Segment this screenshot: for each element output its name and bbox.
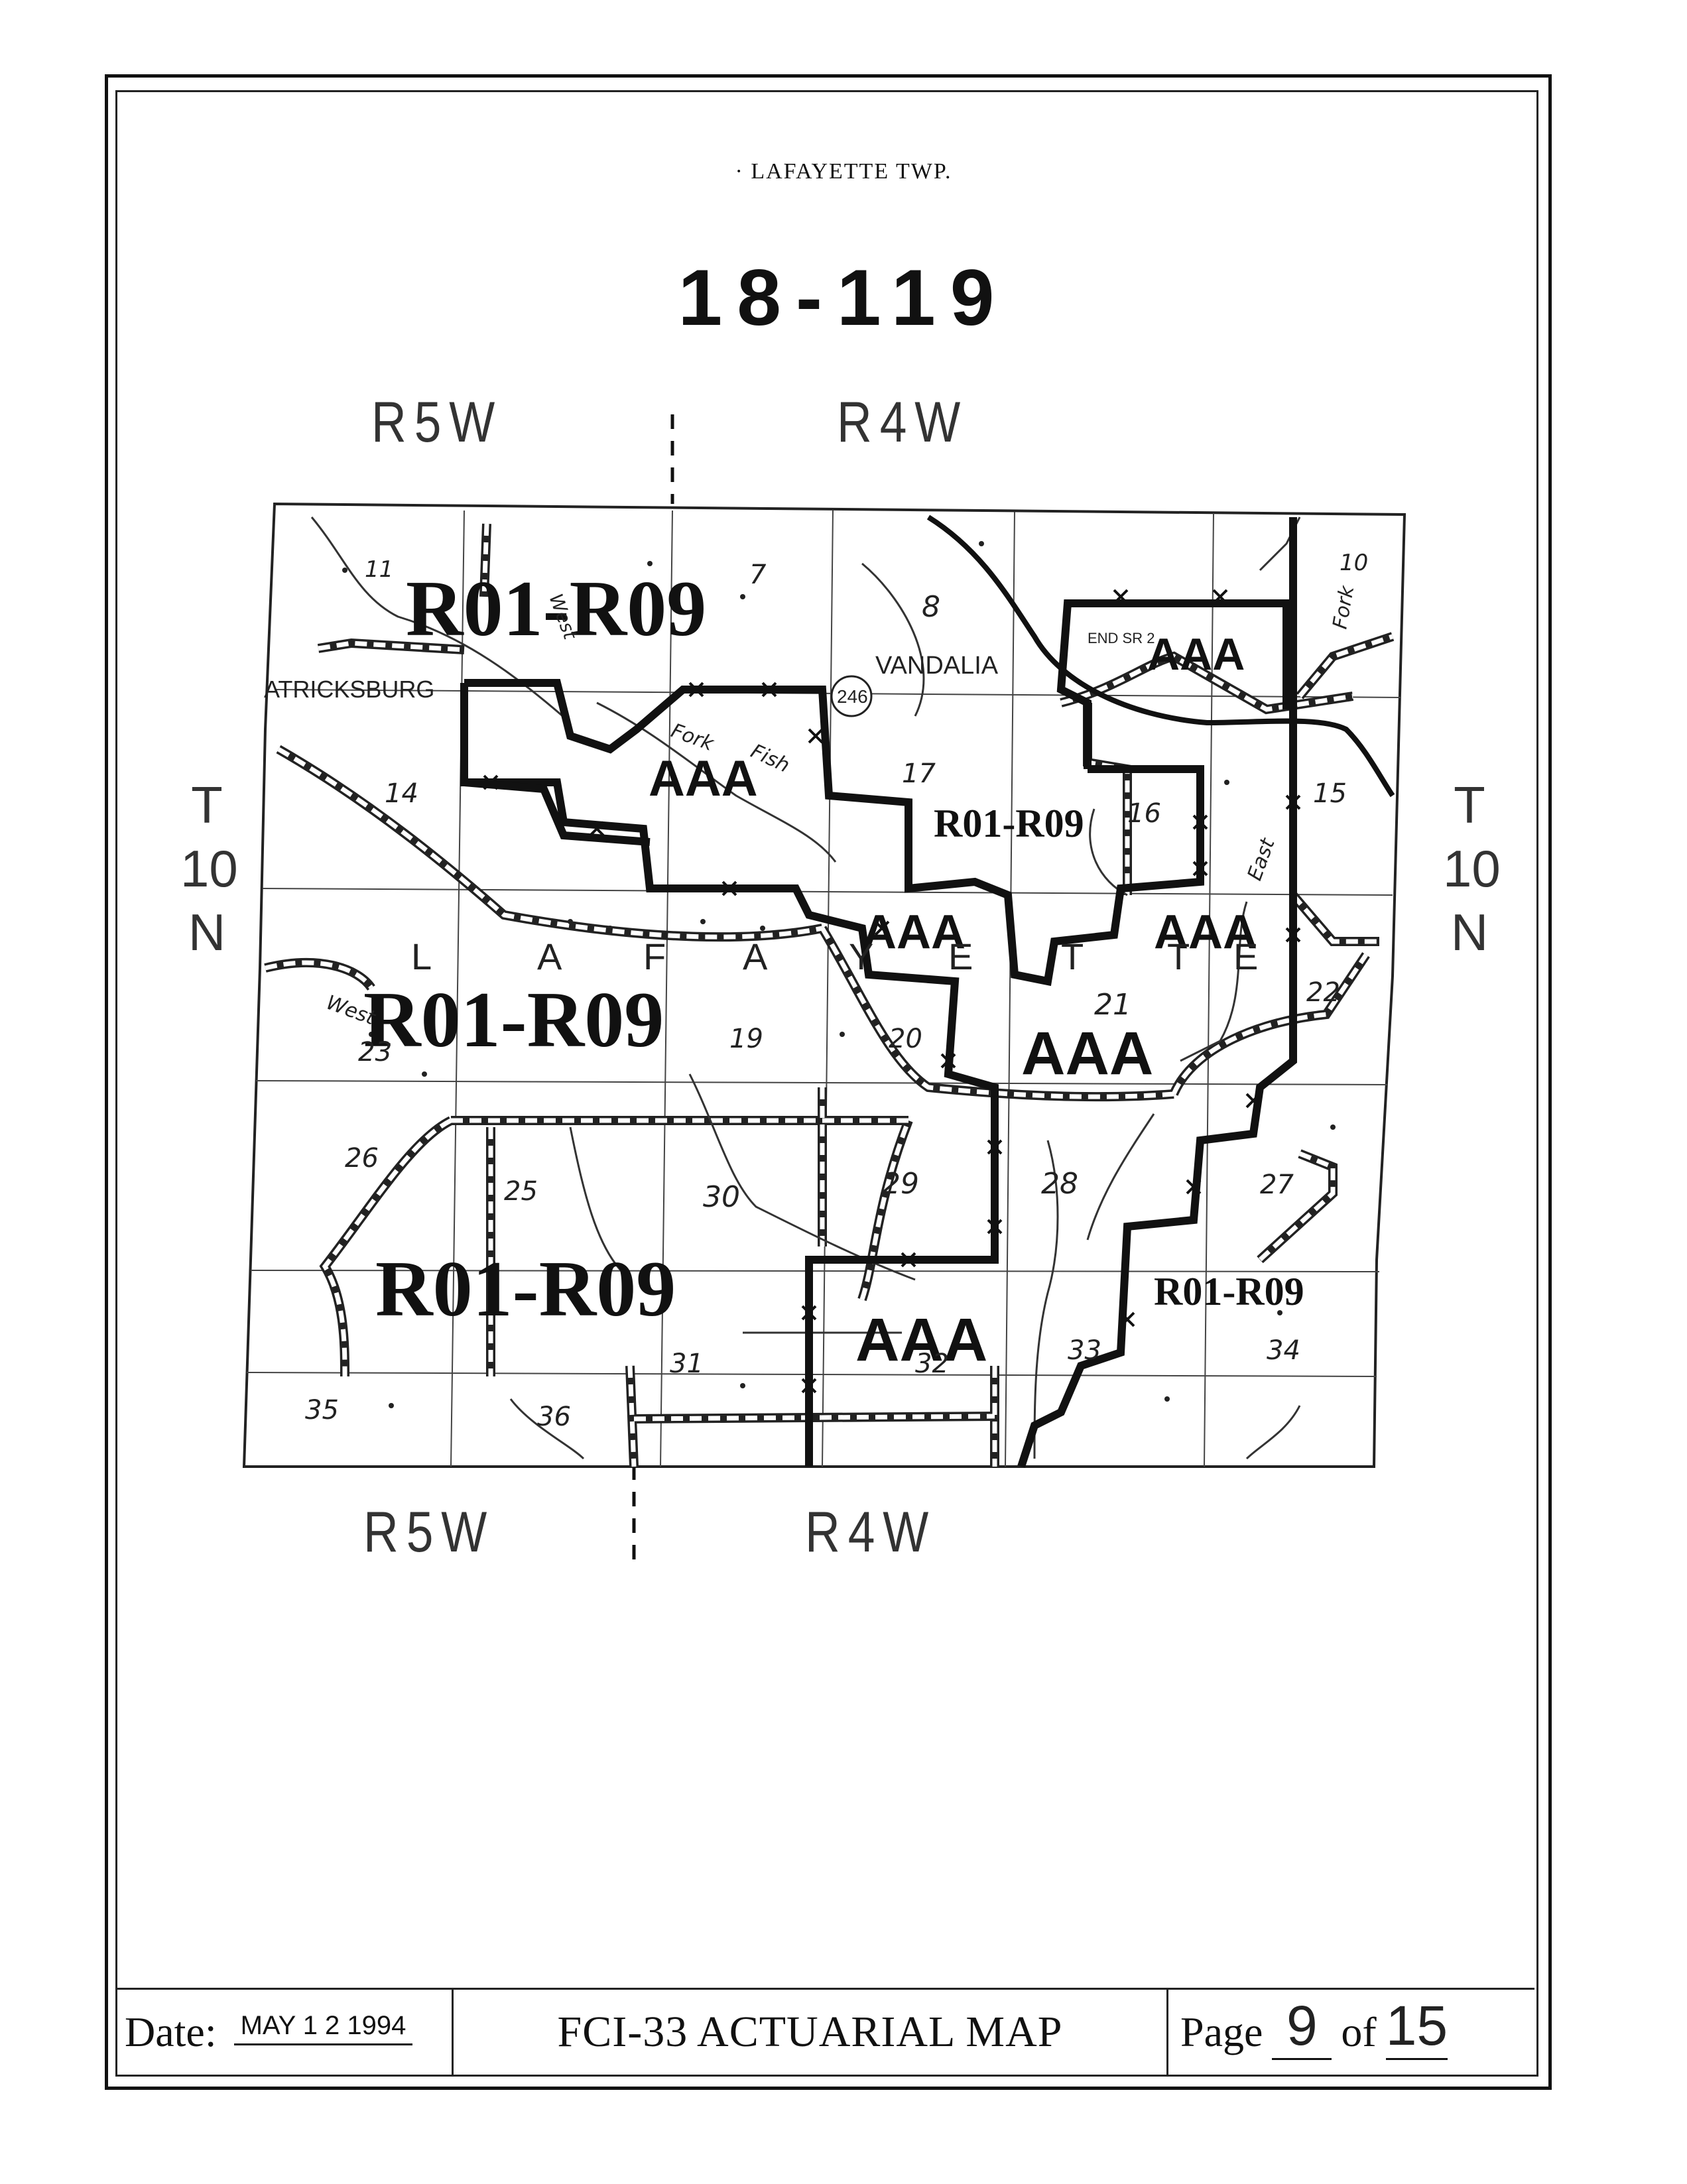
range-label-top-right: R4W <box>837 391 969 454</box>
township-label-left-text: T 10 N <box>180 776 238 961</box>
twp-letter-a2: A <box>743 936 768 977</box>
route-shield-icon <box>830 675 873 717</box>
page-number: 9 <box>1272 1994 1332 2060</box>
section-23: 23 <box>358 1037 392 1067</box>
township-label-right-text: T 10 N <box>1443 776 1501 961</box>
zone-label-vandalia: R01-R09 <box>934 802 1084 845</box>
section-28: 28 <box>1041 1167 1078 1201</box>
section-31: 31 <box>670 1349 704 1379</box>
map-labels: R01-R09 R01-R09 R01-R09 R01-R09 R01-R09 … <box>264 550 1368 1432</box>
section-35: 35 <box>305 1395 339 1426</box>
township-label-left: T 10 N <box>180 773 238 964</box>
section-11: 11 <box>365 556 393 583</box>
place-patricksburg: ATRICKSBURG <box>264 676 434 703</box>
map-number: 18-119 <box>678 253 1009 342</box>
of-label: of <box>1341 2008 1377 2055</box>
route-number: 246 <box>837 686 868 707</box>
place-vandalia: VANDALIA <box>875 652 999 680</box>
footer-bar: Date: MAY 1 2 1994 FCI-33 ACTUARIAL MAP … <box>115 1988 1534 2075</box>
page-label: Page <box>1180 2008 1263 2055</box>
page-frame-outer <box>105 74 1552 2090</box>
section-15: 15 <box>1313 778 1347 809</box>
twp-letter-e1: E <box>948 936 973 977</box>
page-total: 15 <box>1385 1994 1448 2060</box>
aaa-label-section22: AAA <box>1154 906 1257 959</box>
footer-title-cell: FCI-33 ACTUARIAL MAP <box>454 1990 1168 2075</box>
twp-letter-y: Y <box>849 936 873 977</box>
township-label-right: T 10 N <box>1443 773 1501 964</box>
page-frame-inner <box>115 90 1538 2077</box>
zone-label-east: R01-R09 <box>1154 1270 1304 1313</box>
section-30: 30 <box>703 1180 740 1214</box>
zone-label-north: R01-R09 <box>406 564 706 652</box>
date-value: MAY 1 2 1994 <box>233 2011 413 2045</box>
section-14: 14 <box>385 778 418 809</box>
aaa-label-section21: AAA <box>1021 1020 1153 1087</box>
section-33: 33 <box>1068 1335 1101 1366</box>
range-label-top-left: R5W <box>371 391 503 454</box>
twp-letter-f: F <box>643 936 666 977</box>
section-26: 26 <box>345 1143 379 1174</box>
section-34: 34 <box>1267 1335 1300 1366</box>
zone-label-central: R01-R09 <box>363 975 664 1063</box>
stream-east: East <box>1243 835 1280 884</box>
section-21: 21 <box>1094 988 1131 1022</box>
section-10: 10 <box>1340 550 1368 576</box>
aaa-label-section20: AAA <box>862 906 966 959</box>
section-7: 7 <box>749 560 767 590</box>
section-29: 29 <box>882 1167 919 1201</box>
aaa-boundaries <box>460 517 1297 1468</box>
section-19: 19 <box>729 1024 763 1054</box>
highway-line <box>926 515 1395 798</box>
section-22: 22 <box>1306 977 1340 1008</box>
range-label-bottom-right: R4W <box>805 1500 937 1564</box>
township-name: · LAFAYETTE TWP. <box>735 159 952 184</box>
twp-letter-t2: T <box>1167 936 1190 977</box>
end-route-note: END SR 2 <box>1088 630 1155 646</box>
date-label: Date: <box>125 2008 217 2055</box>
aaa-label-vandalia: AAA <box>1147 629 1245 680</box>
aaa-label-section32: AAA <box>855 1306 987 1374</box>
twp-letter-e2: E <box>1233 936 1258 977</box>
zone-label-south: R01-R09 <box>375 1244 676 1333</box>
section-8: 8 <box>922 590 940 624</box>
boundary-ticks <box>483 589 1301 1394</box>
section-20: 20 <box>889 1024 922 1054</box>
map-dots <box>342 541 1336 1408</box>
section-16: 16 <box>1127 798 1161 829</box>
stream-fork-2: Fork <box>1328 583 1359 631</box>
footer-page-cell: Page 9 of 15 <box>1168 1990 1534 2075</box>
range-label-bottom-left: R5W <box>363 1500 495 1564</box>
twp-letter-t1: T <box>1061 936 1084 977</box>
aaa-label-fishfork: AAA <box>649 751 758 807</box>
section-27: 27 <box>1260 1170 1294 1200</box>
section-32: 32 <box>915 1349 949 1379</box>
section-36: 36 <box>537 1402 571 1432</box>
section-17: 17 <box>902 758 936 789</box>
footer-date-cell: Date: MAY 1 2 1994 <box>115 1990 454 2075</box>
roads-inner <box>265 523 1394 1467</box>
map-title: FCI-33 ACTUARIAL MAP <box>557 2008 1063 2056</box>
twp-letter-l: L <box>411 936 432 977</box>
twp-letter-a1: A <box>537 936 562 977</box>
section-25: 25 <box>504 1176 538 1207</box>
